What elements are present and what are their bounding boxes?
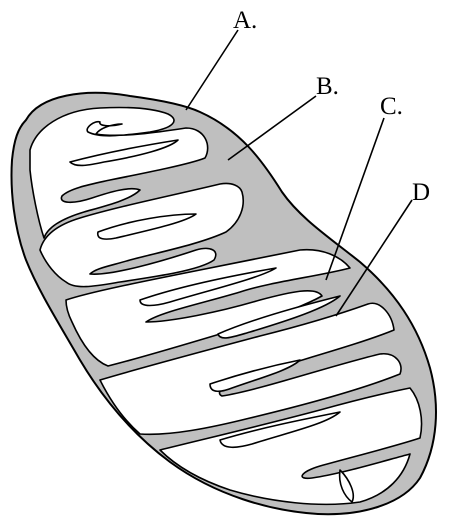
label-a: A. [233,7,257,34]
leader-line-a [186,30,238,110]
label-b: B. [316,73,339,100]
label-c: C. [380,93,403,120]
leader-line-b [228,96,316,160]
label-d: D [412,179,430,206]
